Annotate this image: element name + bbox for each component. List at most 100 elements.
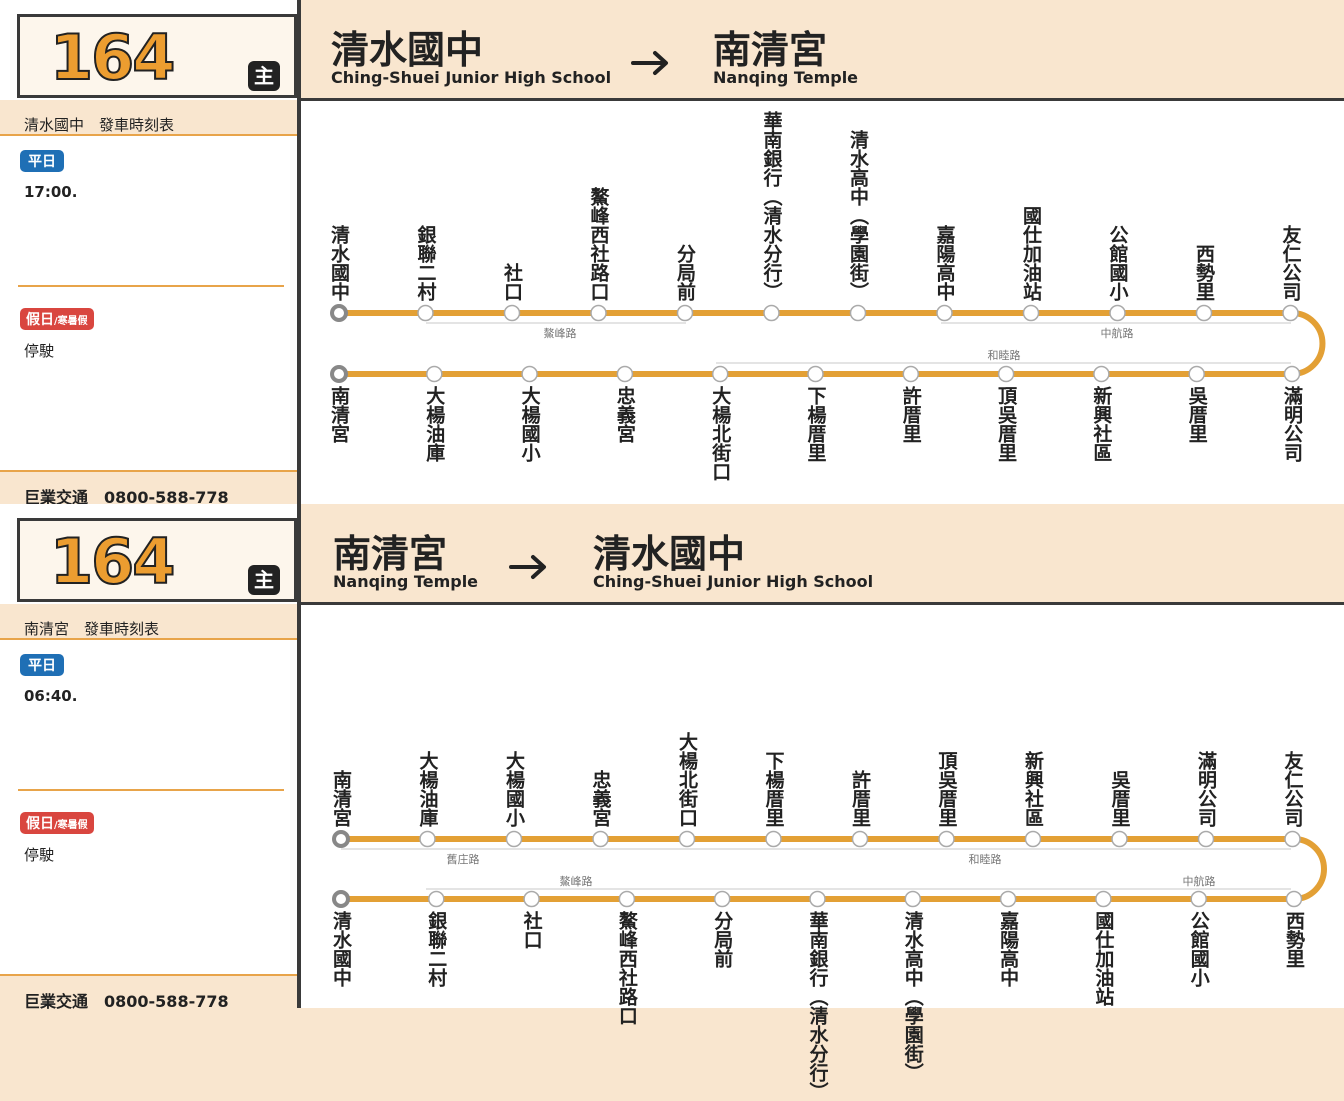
origin-name-zh: 清水國中 <box>331 28 484 72</box>
stop-marker <box>503 304 521 322</box>
stop-marker <box>521 365 538 383</box>
stop-label: 銀聯二村 <box>414 225 437 301</box>
timetable-title: 南清宮 發車時刻表 <box>0 604 298 640</box>
timetable-sidebar: 164 主 清水國中 發車時刻表 平日 17:00. 假日/寒暑假 停駛 巨業交… <box>0 0 300 507</box>
stop-label: 忠義宮 <box>613 386 636 443</box>
stop-marker <box>1109 304 1126 322</box>
timetable-title-text: 清水國中 發車時刻表 <box>24 116 175 134</box>
stop-label: 忠義宮 <box>589 770 612 827</box>
stop-label: 國仕加油站 <box>1020 206 1042 301</box>
road-label: 中航路 <box>1100 327 1134 340</box>
route-map: 南清宮大楊油庫大楊國小忠義宮大楊北街口下楊厝里許厝里頂吳厝里新興社區吳厝里滿明公… <box>301 605 1344 1101</box>
stop-marker <box>936 304 953 322</box>
route-number: 164 <box>49 20 176 95</box>
stop-label: 大楊國小 <box>518 386 541 462</box>
holiday-departures: 停駛 <box>24 342 55 360</box>
stop-label: 新興社區 <box>1090 386 1113 462</box>
stop-marker <box>505 830 523 848</box>
stop-marker <box>902 365 920 383</box>
stop-marker <box>616 365 634 383</box>
stop-label: 大楊油庫 <box>416 751 439 827</box>
stop-label: 西勢里 <box>1193 244 1215 301</box>
terminal-stop-marker <box>330 304 348 322</box>
stop-label: 大楊北街口 <box>676 732 698 827</box>
stop-marker <box>1285 890 1303 908</box>
stop-marker <box>1022 304 1040 322</box>
timetable-sidebar: 164 主 南清宮 發車時刻表 平日 06:40. 假日/寒暑假 停駛 巨業交通… <box>0 504 300 1011</box>
operator-contact: 巨業交通 0800-588-778 <box>0 470 298 507</box>
stop-label: 華南銀行（清水分行） <box>760 111 783 301</box>
route-panel-outbound: 164 主 清水國中 發車時刻表 平日 17:00. 假日/寒暑假 停駛 巨業交… <box>0 0 1344 507</box>
right-arrow-icon <box>631 51 668 75</box>
origin-heading: 南清宮 Nanqing Temple <box>333 534 478 590</box>
route-logo: 164 主 <box>17 14 297 98</box>
terminal-stop-marker <box>332 830 350 848</box>
stop-marker <box>711 365 729 383</box>
holiday-sub-label: /寒暑假 <box>54 820 88 831</box>
stop-marker <box>676 304 694 322</box>
stop-label: 清水高中（學園街） <box>901 911 924 1082</box>
stop-marker <box>938 830 955 848</box>
stop-marker <box>763 304 780 322</box>
timetable-title: 清水國中 發車時刻表 <box>0 100 298 136</box>
stop-marker <box>999 890 1017 908</box>
stop-marker <box>807 365 824 383</box>
weekday-departures: 17:00. <box>24 183 78 201</box>
route-type-badge: 主 <box>248 565 280 595</box>
holiday-badge: 假日/寒暑假 <box>20 812 94 834</box>
divider <box>18 285 284 287</box>
stop-marker <box>1024 830 1042 848</box>
route-line-svg <box>332 830 1327 908</box>
stop-label: 吳厝里 <box>1185 386 1208 443</box>
origin-heading: 清水國中 Ching-Shuei Junior High School <box>331 30 611 86</box>
destination-name-en: Nanqing Temple <box>713 68 859 87</box>
divider <box>18 789 284 791</box>
operator-contact: 巨業交通 0800-588-778 <box>0 974 298 1011</box>
sidebar-border <box>297 504 301 1008</box>
stop-label: 頂吳厝里 <box>995 386 1018 462</box>
stop-marker <box>426 365 443 383</box>
route-map: 清水國中銀聯二村社口鰲峰西社路口分局前華南銀行（清水分行）清水高中（學園街）嘉陽… <box>301 101 1344 504</box>
terminal-stop-marker <box>330 365 348 383</box>
stop-label: 鰲峰西社路口 <box>587 187 610 301</box>
stop-marker <box>904 890 922 908</box>
stop-marker <box>592 830 609 848</box>
stop-label: 華南銀行（清水分行） <box>806 911 829 1101</box>
holiday-departures: 停駛 <box>24 846 55 864</box>
stop-label: 許厝里 <box>849 770 871 827</box>
stop-marker <box>417 304 434 322</box>
route-logo: 164 主 <box>17 518 297 602</box>
stop-label: 吳厝里 <box>1108 770 1131 827</box>
stop-label: 大楊北街口 <box>709 386 732 481</box>
stop-marker <box>1284 830 1301 848</box>
road-label: 鰲峰路 <box>543 327 577 340</box>
origin-name-zh: 南清宮 <box>333 532 448 576</box>
stop-marker <box>713 890 731 908</box>
stop-marker <box>1282 304 1299 322</box>
stop-marker <box>851 830 869 848</box>
stop-label: 清水國中 <box>330 911 352 987</box>
stop-label: 大楊油庫 <box>423 386 446 462</box>
holiday-label: 假日 <box>26 816 54 832</box>
stop-label: 頂吳厝里 <box>935 751 958 827</box>
stop-marker <box>1195 304 1213 322</box>
route-line <box>341 836 1327 902</box>
weekday-badge: 平日 <box>20 150 64 172</box>
stop-marker <box>1197 830 1215 848</box>
stop-label: 社口 <box>520 911 543 949</box>
destination-heading: 清水國中 Ching-Shuei Junior High School <box>593 534 873 590</box>
stop-label: 下楊厝里 <box>762 751 785 827</box>
stop-marker <box>1111 830 1128 848</box>
weekday-departures: 06:40. <box>24 687 78 705</box>
road-label: 和睦路 <box>968 853 1002 866</box>
destination-heading: 南清宮 Nanqing Temple <box>713 30 858 86</box>
stop-label: 滿明公司 <box>1281 386 1303 462</box>
holiday-label: 假日 <box>26 312 54 328</box>
stop-label: 友仁公司 <box>1281 751 1304 827</box>
stop-marker <box>419 830 436 848</box>
stop-label: 南清宮 <box>328 386 350 443</box>
road-label: 鰲峰路 <box>559 875 593 888</box>
route-line-svg <box>330 304 1326 383</box>
terminal-stop-marker <box>332 890 350 908</box>
stop-label: 社口 <box>501 263 523 301</box>
